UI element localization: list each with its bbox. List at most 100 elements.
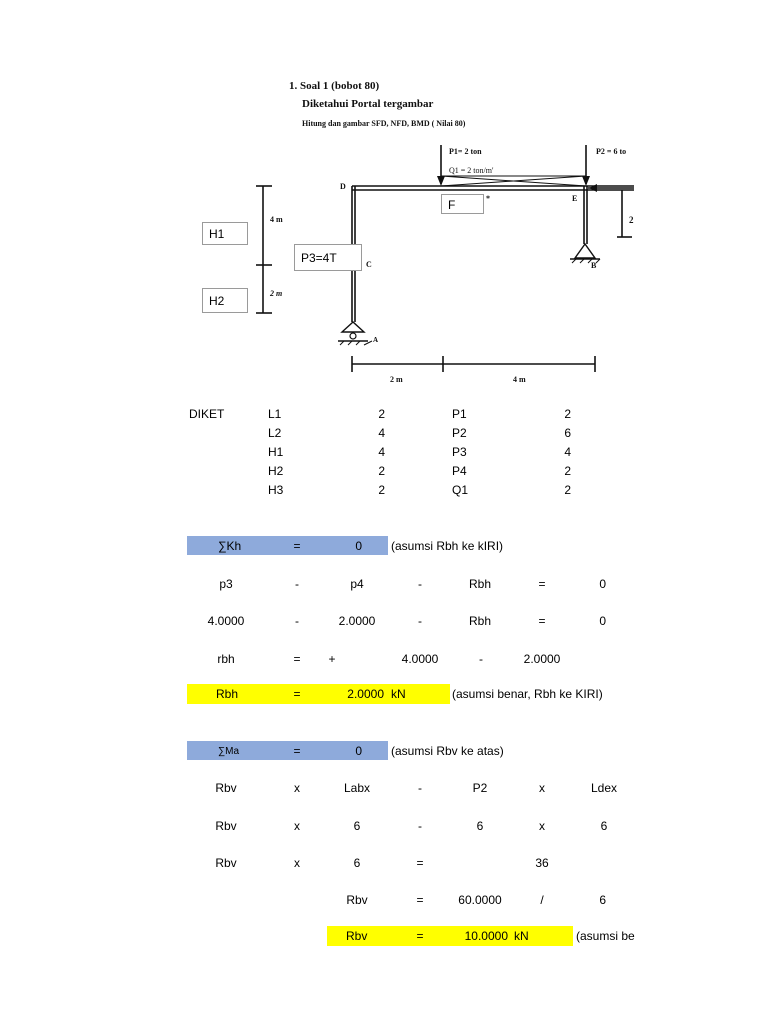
ma-result-note: (asumsi be	[576, 929, 635, 943]
ma-eq-term: Rbv	[215, 781, 237, 795]
kh-eq-term: +	[328, 652, 336, 666]
ma-result-equals: =	[416, 929, 424, 943]
ma-eq-term: P2	[472, 781, 488, 795]
diket-value: 4	[564, 445, 571, 459]
ma-eq-term: =	[416, 856, 424, 870]
ma-eq-term: Labx	[343, 781, 371, 795]
ma-eq-term: x	[539, 781, 545, 795]
kh-eq-term: Rbh	[468, 577, 491, 591]
ma-symbol: ∑Ma	[218, 746, 240, 757]
kh-eq-term: =	[293, 652, 301, 666]
diket-value: 2	[378, 464, 385, 478]
diket-value: 6	[564, 426, 571, 440]
ma-eq-term: 6	[353, 856, 361, 870]
kh-result-unit: kN	[391, 687, 406, 701]
diket-name: L2	[268, 426, 282, 440]
kh-eq-term: Rbh	[468, 614, 491, 628]
node-b: B	[591, 261, 597, 270]
box-h1: H1	[202, 222, 248, 245]
kh-eq-term: -	[418, 614, 422, 628]
kh-eq-term: 0	[599, 614, 606, 628]
dimension-right: 2	[629, 215, 634, 225]
problem-instruction: Hitung dan gambar SFD, NFD, BMD ( Nilai …	[302, 119, 466, 128]
ma-eq-term: 6	[600, 819, 608, 833]
ma-eq-term: Rbv	[346, 893, 368, 907]
kh-result-highlight	[187, 684, 450, 704]
kh-eq-term: 2.0000	[523, 652, 561, 666]
dimension-2m-horizontal: 2 m	[390, 375, 403, 384]
ma-eq-term: 60.0000	[458, 893, 502, 907]
box-p3: P3=4T	[294, 244, 362, 271]
ma-eq-term: -	[418, 819, 422, 833]
node-e: E	[572, 194, 578, 203]
kh-eq-term: 0	[599, 577, 606, 591]
ma-eq-term: x	[294, 819, 300, 833]
diket-name: Q1	[452, 483, 469, 497]
kh-eq-term: -	[418, 577, 422, 591]
kh-eq-term: -	[295, 614, 299, 628]
diket-title: DIKET	[189, 407, 225, 421]
box-f: F	[441, 194, 484, 214]
kh-eq-term: p4	[350, 577, 364, 591]
diket-value: 2	[564, 483, 571, 497]
kh-eq-term: p3	[219, 577, 233, 591]
ma-eq-term: Rbv	[215, 819, 237, 833]
diket-value: 4	[378, 426, 385, 440]
kh-eq-term: -	[479, 652, 483, 666]
ma-result-label: Rbv	[346, 929, 368, 943]
ma-result-unit: kN	[514, 929, 529, 943]
diket-name: L1	[268, 407, 282, 421]
kh-eq-term: 2.0000	[338, 614, 376, 628]
kh-eq-term: =	[538, 577, 546, 591]
ma-eq-term: 6	[599, 893, 606, 907]
diket-name: H2	[268, 464, 284, 478]
ma-eq-term: x	[294, 856, 300, 870]
ma-eq-term: =	[416, 893, 424, 907]
ma-result-value: 10.0000	[464, 929, 508, 943]
ma-eq-term: x	[294, 781, 300, 795]
diket-name: H1	[268, 445, 284, 459]
box-h2: H2	[202, 288, 248, 313]
ma-eq-term: 6	[476, 819, 484, 833]
label-p2: P2 = 6 to	[596, 147, 627, 156]
label-q1: Q1 = 2 ton/m'	[449, 166, 494, 175]
dimension-4m-vertical: 4 m	[270, 215, 283, 224]
label-p1: P1= 2 ton	[449, 147, 482, 156]
ma-result-highlight	[327, 926, 573, 946]
ma-eq-term: Rbv	[215, 856, 237, 870]
ma-eq-term: Ldex	[590, 781, 618, 795]
ma-eq-term: /	[540, 893, 544, 907]
kh-result-note: (asumsi benar, Rbh ke KIRI)	[452, 687, 603, 701]
diket-value: 2	[378, 407, 385, 421]
kh-result-label: Rbh	[216, 687, 239, 701]
problem-subtitle: Diketahui Portal tergambar	[302, 98, 434, 110]
diket-name: H3	[268, 483, 284, 497]
kh-eq-term: -	[295, 577, 299, 591]
ma-value: 0	[355, 744, 362, 758]
ma-eq-term: x	[539, 819, 545, 833]
dimension-4m-horizontal: 4 m	[513, 375, 526, 384]
diket-name: P2	[452, 426, 467, 440]
kh-eq-term: 4.0000	[401, 652, 439, 666]
kh-eq-term: rbh	[217, 652, 235, 666]
diket-value: 2	[564, 407, 571, 421]
node-d: D	[340, 182, 346, 191]
kh-result-equals: =	[293, 687, 301, 701]
node-c: C	[366, 260, 372, 269]
ma-eq-term: -	[418, 781, 422, 795]
kh-eq-term: =	[538, 614, 546, 628]
diket-name: P3	[452, 445, 467, 459]
kh-equals: =	[293, 539, 301, 553]
node-a: A	[373, 336, 379, 344]
kh-note: (asumsi Rbh ke kIRI)	[391, 539, 504, 553]
kh-highlight	[187, 536, 388, 555]
diket-name: P1	[452, 407, 467, 421]
diket-value: 2	[564, 464, 571, 478]
kh-result-value: 2.0000	[347, 687, 384, 701]
dimension-2m-vertical: 2 m	[270, 289, 283, 298]
portal-frame-diagram	[256, 145, 634, 372]
ma-highlight	[187, 741, 388, 760]
diket-value: 4	[378, 445, 385, 459]
diket-name: P4	[452, 464, 467, 478]
ma-note: (asumsi Rbv ke atas)	[391, 744, 504, 758]
